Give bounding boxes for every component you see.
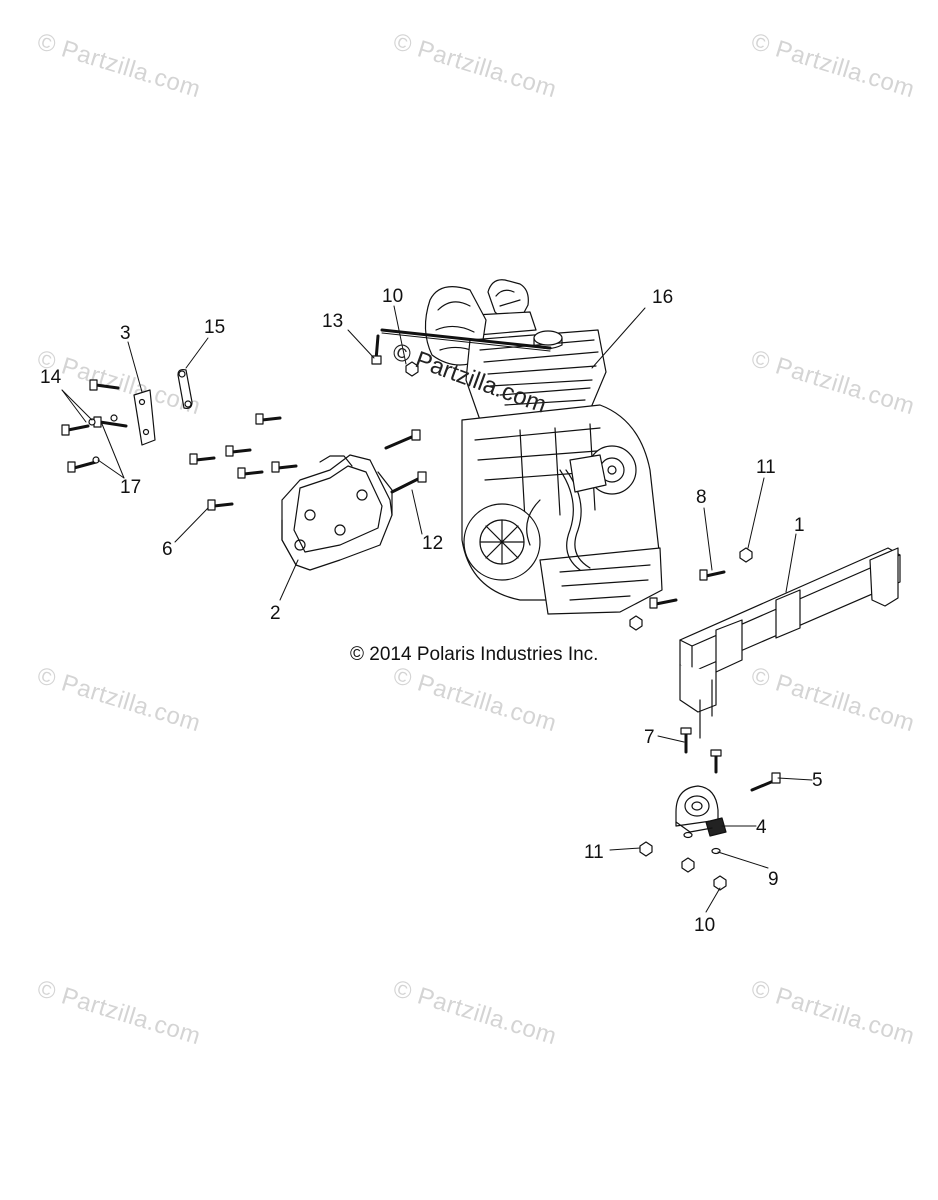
callout-5[interactable]: 5 (812, 770, 823, 791)
callout-7[interactable]: 7 (644, 727, 655, 748)
callout-3[interactable]: 3 (120, 323, 131, 344)
callout-4[interactable]: 4 (756, 817, 767, 838)
callout-11-bottom[interactable]: 11 (584, 842, 604, 863)
part-3-plate (133, 389, 156, 446)
part-1-crossmember (679, 547, 901, 739)
callout-17[interactable]: 17 (120, 477, 142, 498)
callout-8[interactable]: 8 (696, 487, 707, 508)
callout-10-bottom[interactable]: 10 (694, 915, 716, 936)
callout-15[interactable]: 15 (204, 317, 226, 338)
part-2-mount-plate (281, 454, 393, 571)
callout-10-top[interactable]: 10 (382, 286, 404, 307)
bolts (61, 334, 781, 891)
callout-2[interactable]: 2 (270, 603, 281, 624)
part-4-engine-mount (675, 785, 727, 837)
copyright-notice: © 2014 Polaris Industries Inc. (350, 644, 599, 665)
callout-12[interactable]: 12 (422, 533, 444, 554)
callout-11-top[interactable]: 11 (756, 457, 776, 478)
callout-1[interactable]: 1 (794, 515, 805, 536)
engine-assembly (380, 279, 663, 615)
callout-14[interactable]: 14 (40, 367, 62, 388)
leader-lines (61, 305, 813, 913)
callout-16[interactable]: 16 (652, 287, 674, 308)
callout-9[interactable]: 9 (768, 869, 779, 890)
callout-6[interactable]: 6 (162, 539, 173, 560)
callout-13[interactable]: 13 (322, 311, 344, 332)
part-15-link (177, 368, 193, 409)
